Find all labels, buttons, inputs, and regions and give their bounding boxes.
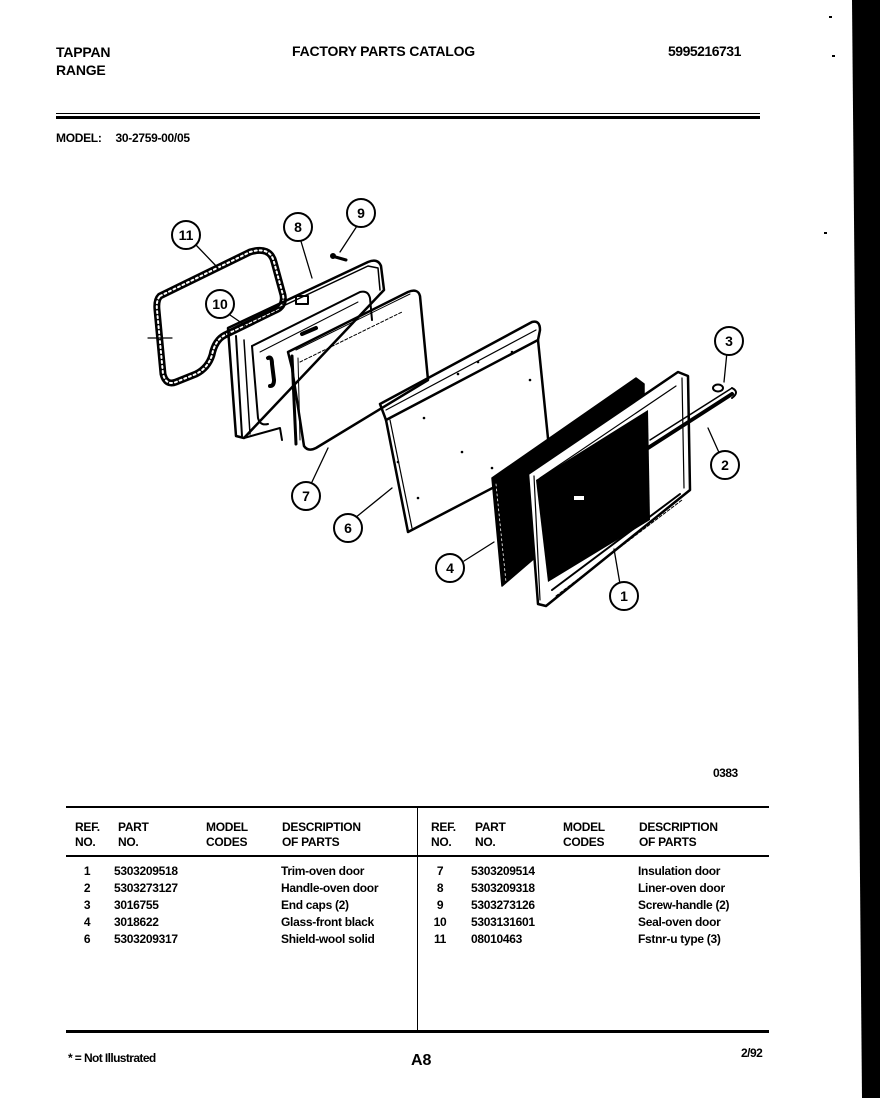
page-number: A8 [411, 1052, 432, 1069]
callout-3: 3 [725, 333, 733, 349]
part-end-caps [712, 383, 724, 393]
callout-6: 6 [344, 520, 352, 536]
table-row-part: 5303131601 [471, 915, 535, 929]
callout-8: 8 [294, 219, 302, 235]
part-shield-wool [378, 320, 552, 534]
not-illustrated-footnote: * = Not Illustrated [68, 1051, 156, 1065]
part-seal-oven-door [147, 246, 287, 387]
left-part-column: 5303209518 5303273127 3016755 3018622 53… [114, 863, 178, 948]
callout-9: 9 [357, 205, 365, 221]
diagram-code: 0383 [713, 766, 738, 780]
header-rule-thin [56, 113, 760, 114]
part-handle-oven-door [646, 387, 737, 450]
table-row-ref: 9 [436, 898, 444, 912]
scan-speck [824, 232, 827, 234]
right-part-column: 5303209514 5303209318 5303273126 5303131… [471, 863, 535, 948]
table-row-ref: 3 [83, 898, 91, 912]
scan-speck [832, 55, 835, 57]
right-description-column: Insulation door Liner-oven door Screw-ha… [638, 863, 730, 948]
callout-4: 4 [446, 560, 454, 576]
table-row-description: Insulation door [638, 864, 721, 878]
header-ref-no-right: REF.NO. [431, 820, 456, 849]
table-row-description: Handle-oven door [281, 881, 379, 895]
left-description-column: Trim-oven door Handle-oven door End caps… [281, 863, 379, 948]
part-insulation-door [286, 289, 430, 451]
table-row-description: Glass-front black [281, 915, 374, 929]
catalog-title: FACTORY PARTS CATALOG [292, 43, 475, 59]
callout-7: 7 [302, 488, 310, 504]
table-row-part: 3016755 [114, 898, 159, 912]
table-bottom-rule [66, 1030, 769, 1033]
callout-10: 11 [179, 227, 194, 243]
table-row-part: 5303273127 [114, 881, 178, 895]
table-row-description: Liner-oven door [638, 881, 725, 895]
table-row-description: Fstnr-u type (3) [638, 932, 721, 946]
part-trim-oven-door [526, 370, 692, 608]
brand-block: TAPPAN RANGE [56, 43, 110, 79]
table-row-ref: 8 [436, 881, 444, 895]
table-row-description: Shield-wool solid [281, 932, 375, 946]
document-number: 5995216731 [668, 43, 741, 59]
table-row-part: 08010463 [471, 932, 522, 946]
table-row-ref: 11 [433, 932, 447, 946]
table-row-description: Screw-handle (2) [638, 898, 730, 912]
exploded-parts-diagram: 11 8 9 10 7 6 4 1 2 3 [147, 198, 744, 611]
table-row-ref: 1 [83, 864, 91, 878]
revision-date: 2/92 [741, 1046, 763, 1060]
table-row-description: Trim-oven door [281, 864, 365, 878]
right-ref-column: 7 8 9 10 11 [425, 863, 455, 948]
callout-2: 2 [721, 457, 729, 473]
callout-11: 10 [212, 296, 228, 312]
model-number: 30-2759-00/05 [115, 131, 190, 145]
table-row-ref: 6 [83, 932, 91, 946]
scan-speck [829, 16, 832, 18]
table-row-part: 5303273126 [471, 898, 535, 912]
table-row-part: 5303209514 [471, 864, 535, 878]
callouts [171, 198, 744, 611]
table-row-part: 3018622 [114, 915, 159, 929]
header-ref-no: REF.NO. [75, 820, 100, 849]
part-screw-handle [330, 253, 348, 262]
header-rule-thick [56, 116, 760, 119]
table-row-part: 5303209518 [114, 864, 178, 878]
table-center-divider [417, 806, 418, 1031]
table-row-description: End caps (2) [281, 898, 349, 912]
product-type: RANGE [56, 62, 106, 78]
table-row-part: 5303209318 [471, 881, 535, 895]
table-row-description: Seal-oven door [638, 915, 721, 929]
left-ref-column: 1 2 3 4 6 [72, 863, 102, 948]
part-liner-oven-door [226, 259, 386, 441]
table-row-ref: 10 [433, 915, 447, 929]
model-line: MODEL: 30-2759-00/05 [56, 131, 190, 145]
table-row-part: 5303209317 [114, 932, 178, 946]
brand-name: TAPPAN [56, 44, 111, 60]
table-row-ref: 7 [436, 864, 444, 878]
table-row-ref: 2 [83, 881, 91, 895]
scan-edge-bar [852, 0, 880, 1098]
table-row-ref: 4 [83, 915, 91, 929]
callout-1: 1 [620, 588, 628, 604]
model-label: MODEL: [56, 131, 102, 145]
